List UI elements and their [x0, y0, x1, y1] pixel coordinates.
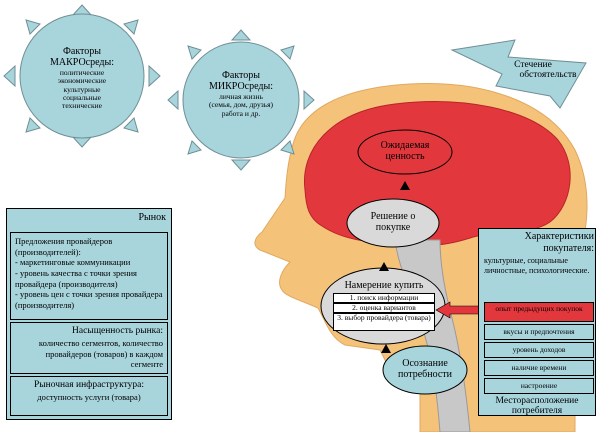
intention-step: 3. выбор провайдера (товара): [333, 313, 435, 331]
expected-value-line2: ценность: [385, 151, 425, 162]
macro-title-1: Факторы: [62, 46, 102, 57]
infra-title: Рыночная инфраструктура:: [33, 380, 145, 390]
intention-step: 2. оценка вариантов: [333, 303, 435, 313]
micro-item: (семья, дом, друзья): [208, 100, 274, 110]
macro-title-2: МАКРОсреды:: [49, 57, 115, 68]
macro-item: экономические: [57, 76, 107, 86]
buyer-title: Характеристики покупателя:: [480, 231, 594, 254]
buyer-row-experience: опыт предыдущих покупок: [484, 302, 594, 322]
expected-value-label: Ожидаемая ценность: [362, 140, 448, 162]
saturation-text: количество сегментов, количество провайд…: [38, 337, 163, 370]
saturation-title: Насыщенность рынка:: [72, 326, 163, 336]
buyer-title-line1: Характеристики: [524, 231, 594, 242]
buyer-row: настроение: [484, 378, 594, 394]
macro-item: социальные: [62, 92, 102, 102]
micro-title-2: МИКРОсреды:: [208, 81, 274, 92]
intention-step: 1. поиск информации: [333, 293, 435, 303]
need-line2: потребности: [398, 369, 452, 380]
macro-item: политические: [59, 68, 105, 77]
offers-item: - уровень цен с точки зрения провайдера …: [15, 289, 163, 310]
buyer-location-line2: потребителя: [511, 406, 563, 417]
micro-item: работа и др.: [221, 108, 261, 118]
circumstances-line1: Стечение: [514, 60, 552, 70]
flow-arrows: [379, 181, 410, 353]
decision-label: Решение о покупке: [350, 211, 436, 233]
decision-line2: покупке: [375, 222, 411, 233]
buyer-text: культурные, социальные личностные, психо…: [484, 256, 590, 275]
buyer-title-line2: покупателя:: [543, 242, 594, 254]
macro-item: технические: [62, 101, 102, 110]
need-line1: Осознание: [402, 358, 448, 369]
macro-factors-label: Факторы МАКРОсреды: политические экономи…: [32, 46, 132, 110]
buyer-location: Месторасположение потребителя: [480, 396, 594, 417]
market-offers-box: Предложения провайдеров (производителей)…: [10, 232, 168, 320]
market-saturation-box: Насыщенность рынка: количество сегментов…: [10, 322, 168, 374]
decision-line1: Решение о: [370, 211, 416, 222]
decision-ellipse: [346, 198, 440, 248]
intention-title: Намерение купить: [344, 280, 424, 291]
expected-value-ellipse: [357, 129, 453, 175]
infra-text: доступность услуги (товара): [37, 391, 141, 402]
buyer-row: вкусы и предпочтения: [484, 324, 594, 340]
circumstances-label: Стечение обстоятельств: [478, 60, 588, 81]
offers-item: - маркетинговые коммуникации: [15, 257, 131, 268]
micro-star-shape: [167, 29, 315, 171]
lightning-shape: [450, 39, 587, 109]
market-title: Рынок: [138, 212, 167, 223]
buyer-location-line1: Месторасположение: [495, 396, 579, 406]
macro-star-shape: [3, 4, 161, 148]
circumstances-line2: обстоятельств: [519, 70, 577, 81]
offers-title: Предложения провайдеров (производителей)…: [15, 236, 113, 257]
micro-factors-label: Факторы МИКРОсреды: личная жизнь (семья,…: [191, 70, 291, 118]
micro-title-1: Факторы: [221, 70, 261, 81]
need-label: Осознание потребности: [385, 358, 465, 380]
expected-value-line1: Ожидаемая: [380, 140, 430, 151]
market-infra-box: Рыночная инфраструктура: доступность усл…: [10, 376, 168, 416]
micro-item: личная жизнь: [219, 92, 263, 101]
need-ellipse: [382, 345, 468, 395]
macro-item: культурные: [63, 84, 101, 94]
buyer-row: наличие времени: [484, 360, 594, 376]
buyer-row: уровень доходов: [484, 342, 594, 358]
offers-item: - уровень качества с точки зрения провай…: [15, 267, 137, 289]
